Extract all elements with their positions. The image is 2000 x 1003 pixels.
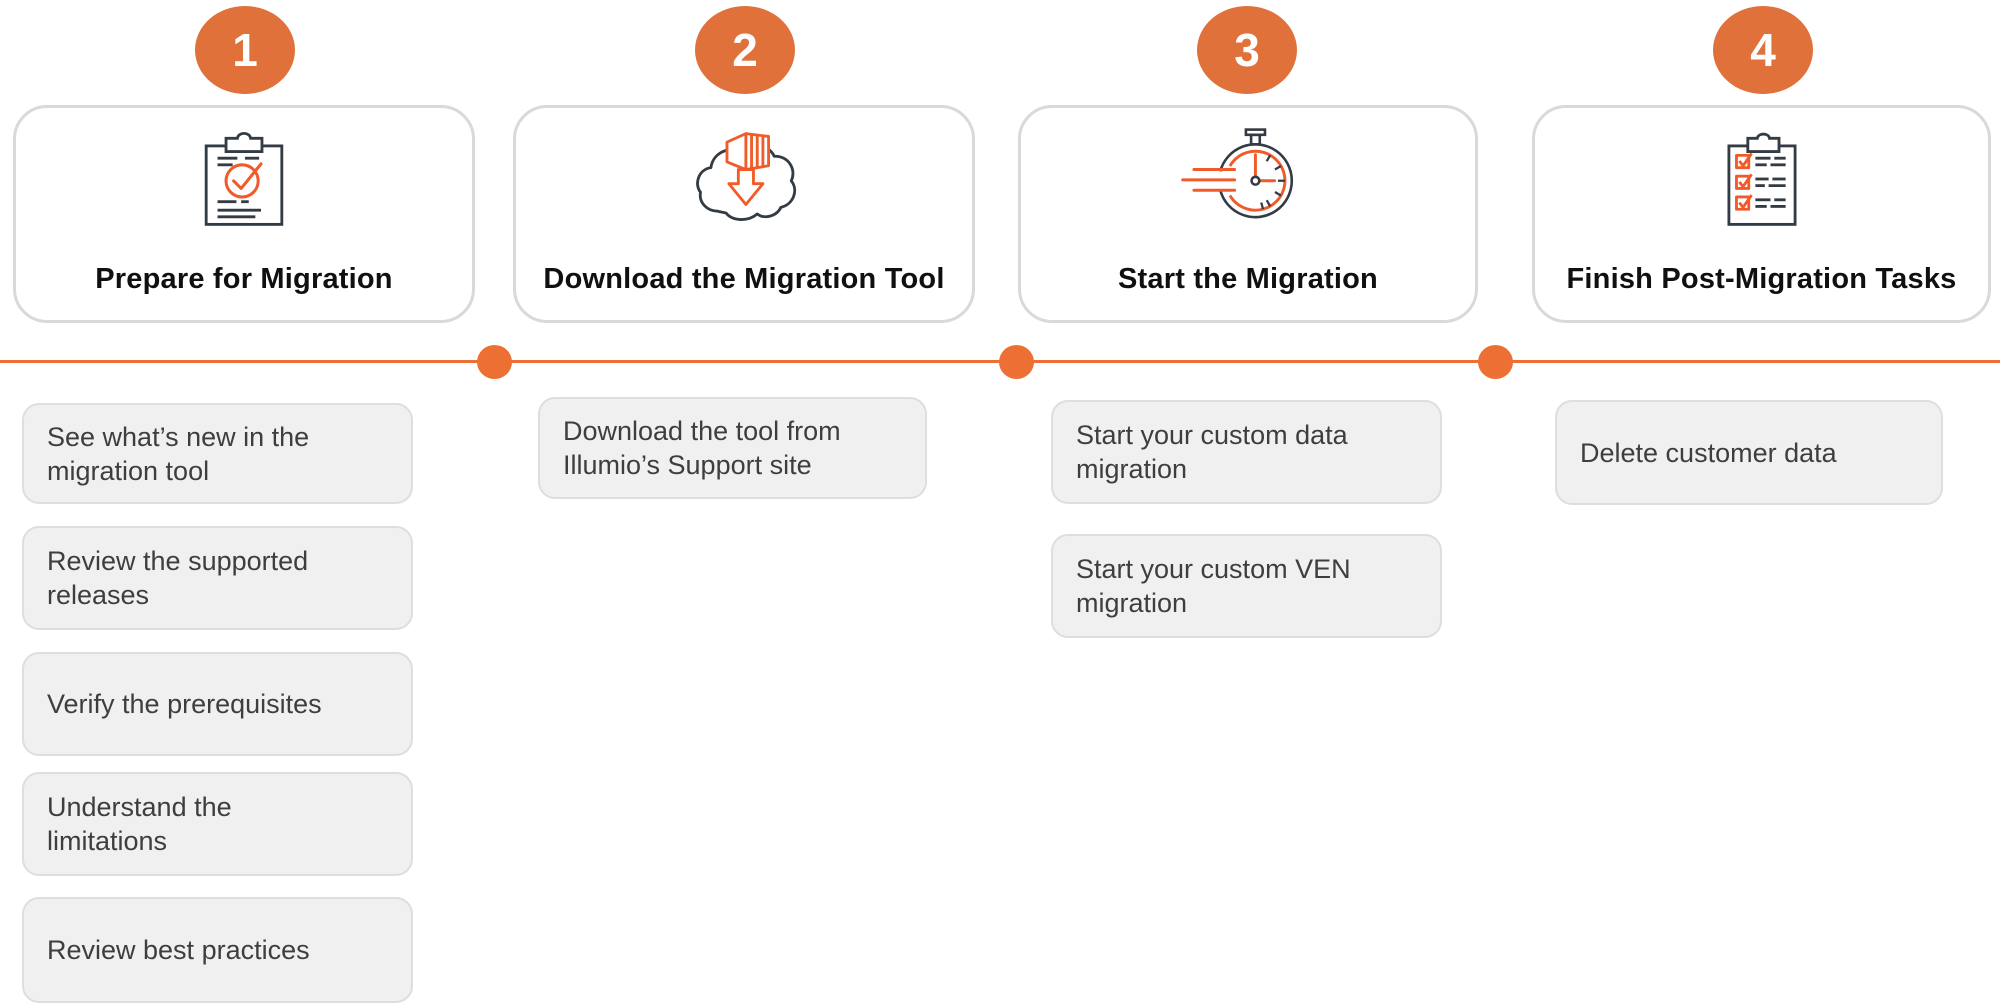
- cloud-download-icon: [516, 126, 972, 232]
- timeline-dot-3: [1478, 345, 1513, 379]
- step-4-number-badge: 4: [1713, 6, 1813, 94]
- task-understand-limitations: Understand the limitations: [22, 772, 413, 876]
- step-3-title: Start the Migration: [1118, 263, 1378, 295]
- step-2-number-badge: 2: [695, 6, 795, 94]
- checklist-clipboard-icon: [1535, 126, 1988, 232]
- task-delete-customer-data: Delete customer data: [1555, 400, 1943, 505]
- task-review-supported-releases: Review the supported releases: [22, 526, 413, 630]
- step-4-title: Finish Post-Migration Tasks: [1566, 263, 1957, 295]
- task-review-best-practices: Review best practices: [22, 897, 413, 1003]
- task-verify-prerequisites: Verify the prerequisites: [22, 652, 413, 756]
- step-2-title: Download the Migration Tool: [543, 263, 945, 295]
- task-download-tool: Download the tool from Illumio’s Support…: [538, 397, 927, 499]
- stopwatch-icon: [1021, 126, 1475, 232]
- step-2-card: Download the Migration Tool: [513, 105, 975, 323]
- step-1-card: Prepare for Migration: [13, 105, 475, 323]
- task-start-data-migration: Start your custom data migration: [1051, 400, 1442, 504]
- task-see-whats-new: See what’s new in the migration tool: [22, 403, 413, 504]
- step-1-number-badge: 1: [195, 6, 295, 94]
- step-3-card: Start the Migration: [1018, 105, 1478, 323]
- step-4-card: Finish Post-Migration Tasks: [1532, 105, 1991, 323]
- clipboard-check-icon: [16, 126, 472, 232]
- timeline-dot-1: [477, 345, 512, 379]
- step-1-title: Prepare for Migration: [95, 263, 393, 295]
- step-3-number-badge: 3: [1197, 6, 1297, 94]
- timeline-dot-2: [999, 345, 1034, 379]
- task-start-ven-migration: Start your custom VEN migration: [1051, 534, 1442, 638]
